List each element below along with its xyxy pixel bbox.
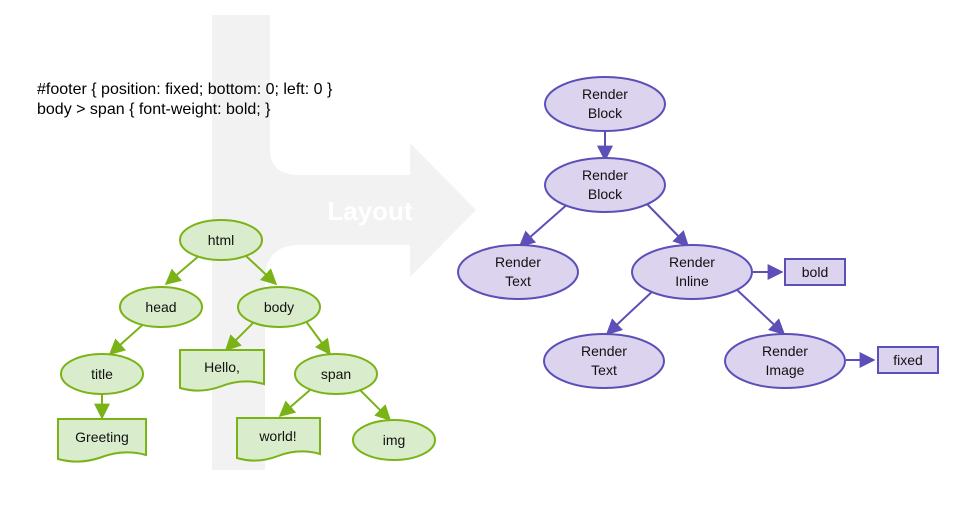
render-node-block-root-line2: Block xyxy=(588,105,623,121)
edge-body-span xyxy=(304,319,331,356)
render-node-image: Render Image xyxy=(724,333,846,389)
edge-inline-image xyxy=(734,287,786,336)
edge-block-inline xyxy=(644,201,690,248)
edge-span-img xyxy=(359,389,392,422)
render-node-inline-span-line1: Render xyxy=(669,254,715,270)
dom-node-span-label: span xyxy=(321,366,351,382)
dom-node-hello-label: Hello, xyxy=(204,359,240,375)
edge-html-head xyxy=(164,254,201,286)
dom-node-html: html xyxy=(179,219,263,261)
edge-span-world xyxy=(278,389,311,418)
render-node-text-world-line1: Render xyxy=(581,343,627,359)
render-node-text-world-line2: Text xyxy=(591,362,617,378)
dom-node-body-label: body xyxy=(264,299,294,315)
dom-node-img-label: img xyxy=(383,432,406,448)
render-edges xyxy=(518,124,876,368)
dom-node-span: span xyxy=(294,353,378,395)
render-node-text-hello: Render Text xyxy=(457,244,579,300)
render-node-block-root-line1: Render xyxy=(582,86,628,102)
dom-node-hello: Hello, xyxy=(179,349,265,392)
dom-node-title-label: title xyxy=(91,366,113,382)
render-node-bold-label: bold xyxy=(802,264,828,280)
layout-arrow-label: Layout xyxy=(327,196,413,226)
dom-node-body: body xyxy=(237,286,321,328)
render-node-inline-span-line2: Inline xyxy=(675,273,709,289)
render-node-block-body: Render Block xyxy=(544,157,666,213)
render-node-bold: bold xyxy=(784,258,846,286)
render-node-fixed-label: fixed xyxy=(893,352,923,368)
render-node-block-root: Render Block xyxy=(544,76,666,132)
dom-node-greeting: Greeting xyxy=(57,418,147,463)
render-node-fixed: fixed xyxy=(877,346,939,374)
css-rule-footer: #footer { position: fixed; bottom: 0; le… xyxy=(37,81,333,98)
dom-node-greeting-label: Greeting xyxy=(75,429,129,445)
edge-block-text xyxy=(518,201,571,248)
dom-node-title: title xyxy=(60,353,144,395)
css-rule-span: body > span { font-weight: bold; } xyxy=(37,101,271,118)
dom-node-img: img xyxy=(352,419,436,461)
dom-node-world: world! xyxy=(236,417,321,462)
render-node-text-world: Render Text xyxy=(543,333,665,389)
render-node-inline-span: Render Inline xyxy=(631,244,753,300)
render-node-text-hello-line1: Render xyxy=(495,254,541,270)
dom-node-head-label: head xyxy=(145,299,176,315)
render-node-block-body-line2: Block xyxy=(588,186,623,202)
render-node-block-body-line1: Render xyxy=(582,167,628,183)
render-node-text-hello-line2: Text xyxy=(505,273,531,289)
edge-html-body xyxy=(244,254,278,286)
dom-node-world-label: world! xyxy=(258,428,296,444)
edge-inline-text xyxy=(605,287,657,336)
render-node-image-line2: Image xyxy=(766,362,805,378)
layout-arrow-shape xyxy=(212,15,476,470)
edge-body-hello xyxy=(224,319,257,352)
dom-node-head: head xyxy=(119,286,203,328)
render-node-image-line1: Render xyxy=(762,343,808,359)
dom-node-html-label: html xyxy=(208,232,234,248)
